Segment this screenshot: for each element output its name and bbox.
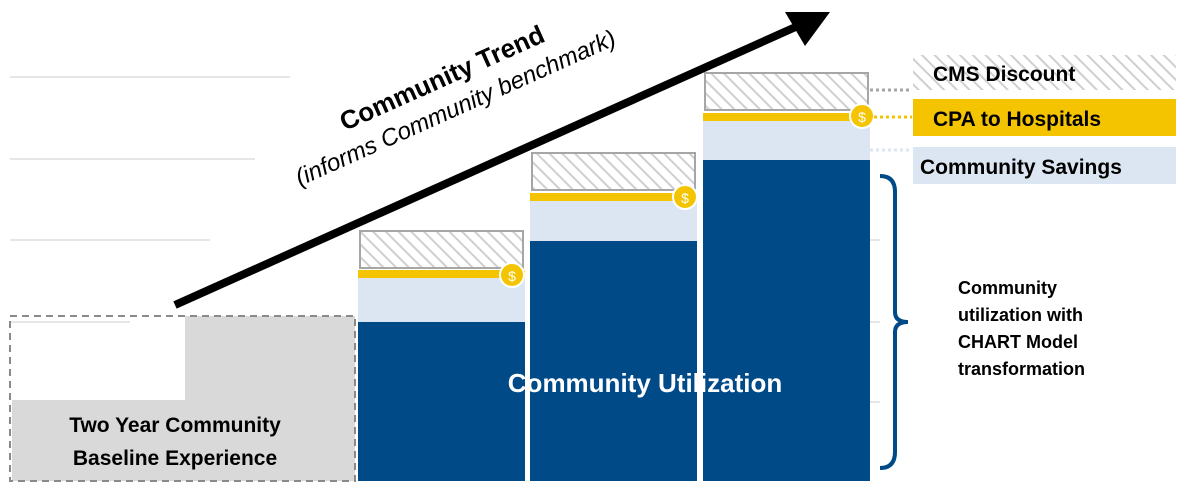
cpa-segment — [530, 193, 697, 201]
utilization-segment — [358, 322, 525, 481]
baseline-label-line2: Baseline Experience — [73, 447, 277, 470]
community-savings-segment — [358, 278, 525, 322]
bracket-label-line1: Community — [958, 278, 1057, 298]
background-gridlines — [10, 76, 880, 403]
community-savings-segment — [530, 201, 697, 241]
baseline-label-line1: Two Year Community — [69, 414, 281, 437]
bracket-icon — [879, 174, 909, 470]
cms-discount-segment — [704, 72, 869, 111]
dollar-coin-icon: $ — [849, 103, 875, 129]
dollar-coin-icon: $ — [499, 262, 525, 288]
cpa-segment — [358, 270, 525, 278]
cpa-segment — [703, 113, 870, 121]
community-utilization-label: Community Utilization — [508, 368, 782, 398]
legend-cms-discount: CMS Discount — [913, 55, 1176, 90]
cms-discount-segment — [359, 230, 524, 269]
svg-text:$: $ — [858, 109, 866, 125]
community-savings-segment — [703, 121, 870, 160]
utilization-segment — [530, 241, 697, 481]
utilization-column-3 — [703, 72, 870, 481]
legend-community-savings: Community Savings — [913, 147, 1176, 184]
utilization-column-1 — [358, 230, 525, 481]
column-dividers — [525, 80, 703, 485]
dollar-coin-icon: $ — [672, 184, 698, 210]
legend-connectors — [870, 88, 912, 152]
utilization-column-2 — [530, 152, 697, 481]
legend-cpa-label: CPA to Hospitals — [933, 108, 1101, 131]
bracket-label-line4: transformation — [958, 359, 1085, 379]
legend-cpa-to-hospitals: CPA to Hospitals — [913, 99, 1176, 136]
cms-discount-segment — [531, 152, 696, 191]
svg-text:$: $ — [508, 268, 516, 284]
legend-savings-label: Community Savings — [920, 156, 1122, 179]
legend-cms-discount-label: CMS Discount — [933, 63, 1075, 86]
trend-arrow-icon — [173, 12, 830, 309]
baseline-block: Two Year Community Baseline Experience — [9, 315, 356, 482]
bracket-label-line3: CHART Model — [958, 332, 1078, 352]
bracket-label: Community utilization with CHART Model t… — [958, 278, 1085, 379]
bracket-label-line2: utilization with — [958, 305, 1083, 325]
svg-text:$: $ — [681, 190, 689, 206]
utilization-segment — [703, 160, 870, 481]
